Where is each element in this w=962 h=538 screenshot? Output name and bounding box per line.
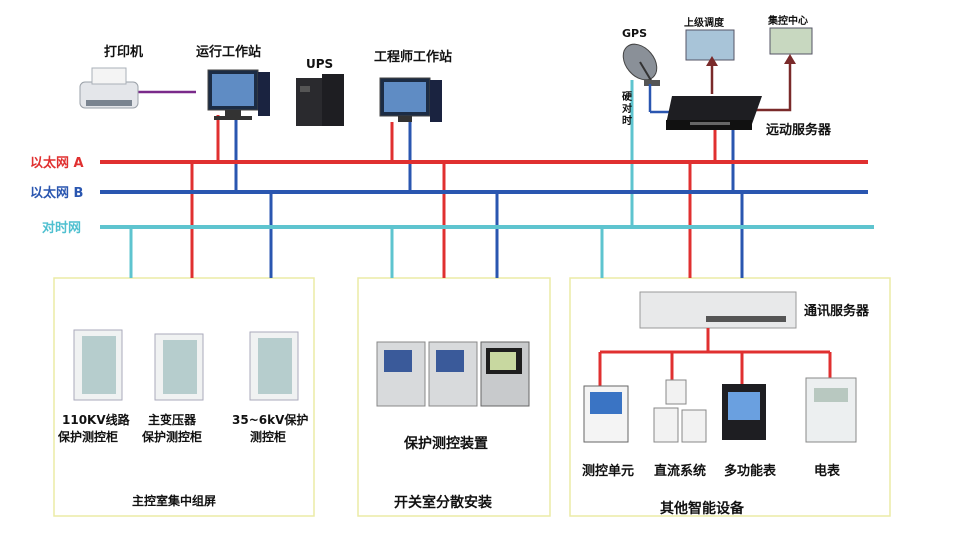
protection-device-label: 保护测控装置 [403, 435, 488, 452]
hard-sync-char-2: 对 [622, 102, 632, 115]
cabinet-icon [249, 331, 299, 401]
comm-server-label: 通讯服务器 [804, 303, 870, 319]
operator-workstation-icon [207, 69, 270, 120]
ups-icon [296, 74, 344, 126]
dc-system-icon [653, 379, 707, 443]
control-center-arrow-icon [784, 54, 796, 64]
device-label: 电表 [814, 463, 841, 479]
electric-meter-icon [805, 377, 857, 443]
device-label: 多功能表 [724, 463, 777, 479]
engineer-workstation-icon [379, 77, 442, 122]
other-devices-box [569, 277, 891, 517]
cabinet-transformer-label: 保护测控柜 [141, 429, 202, 444]
telecontrol-server-label: 远动服务器 [766, 122, 832, 138]
cabinet-line-label: 保护测控柜 [57, 429, 118, 444]
upper-dispatch-icon [685, 29, 735, 61]
cabinet-line-label: 110KV线路 [62, 412, 131, 427]
switchgear-title: 开关室分散安装 [394, 494, 493, 511]
main-control-box [53, 277, 315, 517]
dispatch-arrow-icon [706, 56, 718, 66]
hard-sync-char-3: 时 [622, 114, 632, 127]
device-label: 测控单元 [582, 463, 634, 479]
printer-icon [79, 67, 139, 109]
main-control-title: 主控室集中组屏 [132, 493, 216, 508]
comm-server-icon [639, 291, 797, 329]
measurement-unit-icon [583, 385, 629, 443]
switchgear-box [357, 277, 551, 517]
telecontrol-server-icon [666, 96, 762, 130]
ethernet-a-label: 以太网 A [30, 155, 84, 171]
cabinet-35kv-label: 测控柜 [250, 429, 286, 444]
cabinet-icon [154, 333, 204, 401]
operator-station-label: 运行工作站 [196, 44, 261, 60]
engineer-station-label: 工程师工作站 [374, 49, 452, 65]
other-devices-title: 其他智能设备 [660, 500, 745, 517]
hard-sync-char-1: 硬 [622, 91, 633, 103]
control-center-link [752, 58, 792, 112]
multifunction-meter-icon [722, 384, 766, 440]
gps-antenna-icon [622, 43, 660, 86]
printer-label: 打印机 [104, 44, 143, 60]
control-center-icon [769, 27, 813, 55]
cabinet-transformer-label: 主变压器 [148, 412, 197, 427]
upper-dispatch-label: 上级调度 [684, 16, 725, 29]
control-center-label: 集控中心 [767, 14, 808, 27]
cabinet-35kv-label: 35~6kV保护 [232, 412, 308, 427]
device-label: 直流系统 [654, 463, 706, 479]
protection-device-icon [376, 341, 530, 407]
ethernet-b-label: 以太网 B [30, 185, 83, 201]
time-sync-label: 对时网 [42, 220, 81, 236]
gps-label: GPS [622, 27, 647, 40]
cabinet-icon [73, 329, 123, 401]
ups-label: UPS [306, 57, 333, 71]
